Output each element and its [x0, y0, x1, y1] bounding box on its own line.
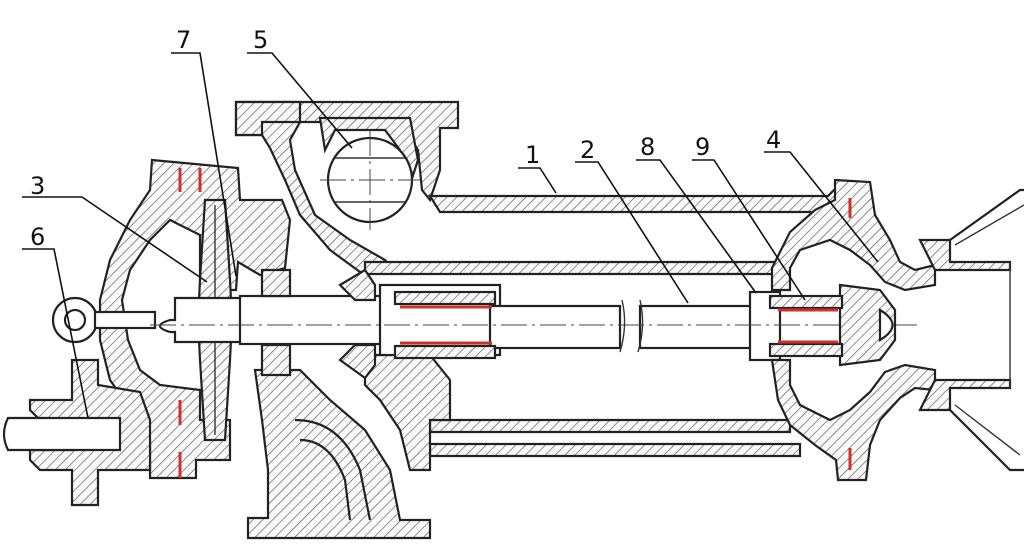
right-pump-end — [768, 178, 948, 482]
callout-8: 8 — [640, 133, 655, 161]
pump-casing — [234, 100, 852, 540]
pump-shaft — [150, 268, 920, 380]
callout-7: 7 — [176, 26, 191, 54]
callout-9: 9 — [695, 133, 710, 161]
leader-lines — [22, 52, 879, 419]
callout-6: 6 — [30, 223, 45, 251]
callout-5: 5 — [253, 26, 268, 54]
callout-4: 4 — [766, 126, 781, 154]
callout-2: 2 — [580, 136, 595, 164]
callout-labels: 1 2 3 4 5 6 7 8 9 — [30, 26, 781, 251]
callout-3: 3 — [30, 172, 45, 200]
callout-1: 1 — [525, 141, 540, 169]
check-valve-ball — [318, 116, 420, 230]
suction-bell — [918, 188, 1024, 472]
